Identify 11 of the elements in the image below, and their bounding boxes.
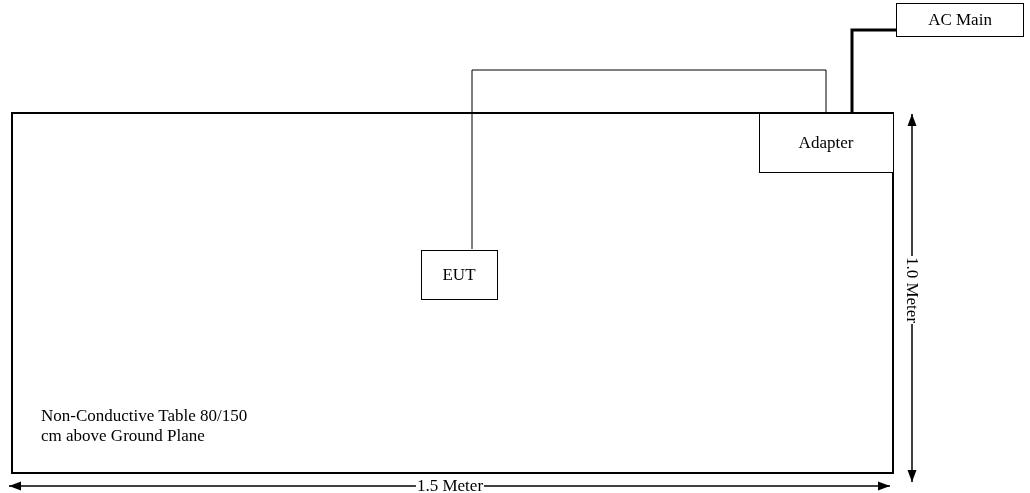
device-label: EUT bbox=[441, 264, 477, 285]
table-box bbox=[11, 112, 894, 474]
device-box bbox=[420, 249, 498, 300]
device-box bbox=[896, 3, 1024, 37]
device-box bbox=[758, 112, 894, 173]
power-cable bbox=[850, 28, 896, 112]
device-label: AC Main bbox=[927, 10, 993, 30]
table-label: Non-Conductive Table 80/150 cm above Ground Plane bbox=[41, 406, 249, 446]
dimension-label: 1.5 Meter bbox=[415, 477, 485, 493]
cable bbox=[471, 69, 827, 250]
device-label: Adapter bbox=[797, 132, 855, 153]
